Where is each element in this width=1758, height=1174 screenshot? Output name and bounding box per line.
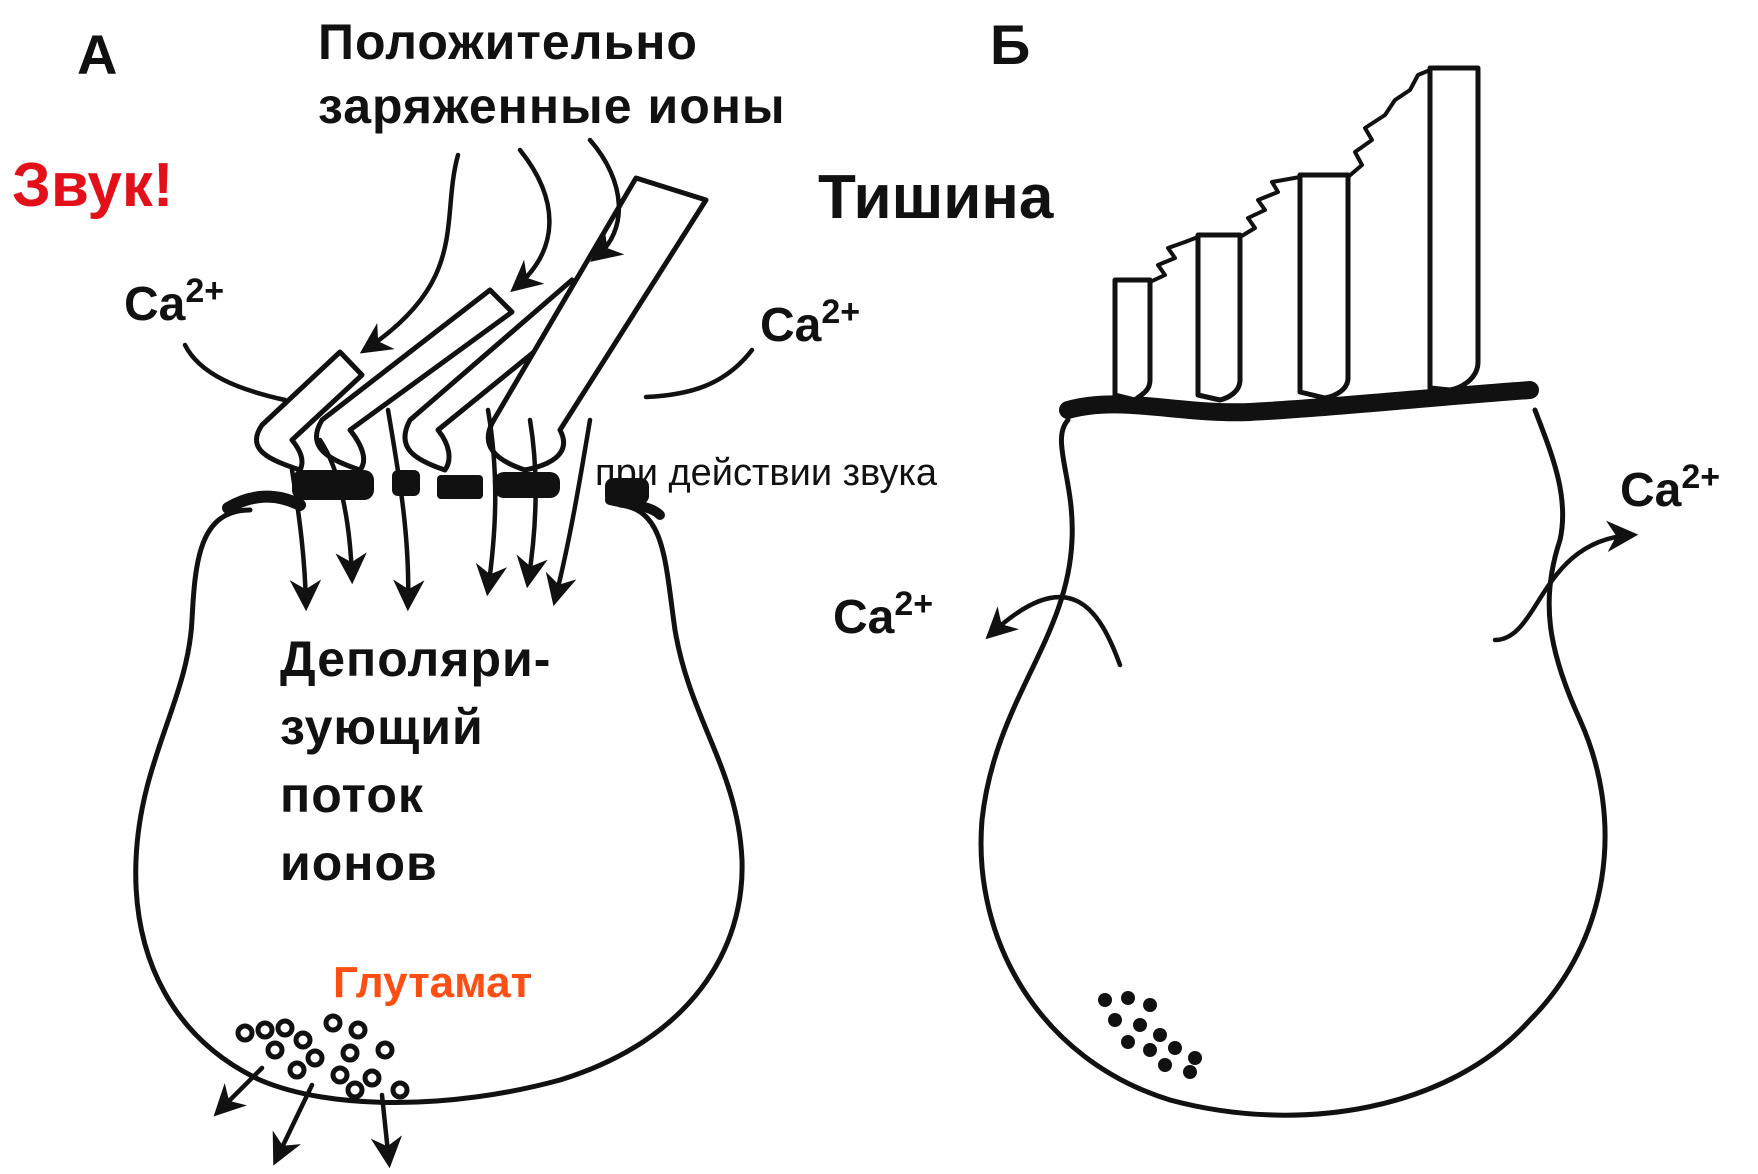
ca-label-a-right: Ca2+ [760,293,860,353]
glutamate-label: Глутамат [333,958,532,1008]
sound-label: Звук! [12,150,174,221]
positive-ions-line1: Положительно [318,14,698,72]
depol-line3: поток [280,761,424,829]
ion-arrows-b [990,535,1632,665]
stereocilium-b1 [1115,280,1150,400]
stereocilia-bundle-a [256,178,706,470]
stereocilia-bundle-b [1115,68,1478,400]
ca-label-a-left: Ca2+ [124,272,224,332]
cuticular-plate-a [228,497,300,508]
stereocilium-b3 [1300,175,1348,398]
stereocilium-b2 [1198,235,1240,400]
cell-body-a [136,505,742,1103]
stereocilium-b4 [1430,68,1478,390]
ca-label-b-left: Ca2+ [833,585,933,645]
panel-b-label: Б [990,12,1030,77]
panel-a-label: А [77,22,117,87]
depol-line1: Деполяри- [280,625,551,693]
positive-ions-line2: заряженные ионы [318,78,786,136]
vesicles-b [1098,991,1202,1079]
tip-links-b [1150,70,1430,282]
ca-label-b-right: Ca2+ [1620,458,1720,518]
depol-line4: ионов [280,829,438,897]
depol-line2: зующий [280,693,484,761]
hair-cell-b [981,390,1605,1115]
vesicles-a [238,1016,407,1097]
silence-label: Тишина [818,162,1053,233]
under-sound-caption: при действии звука [595,452,937,495]
cell-body-b [981,410,1605,1115]
